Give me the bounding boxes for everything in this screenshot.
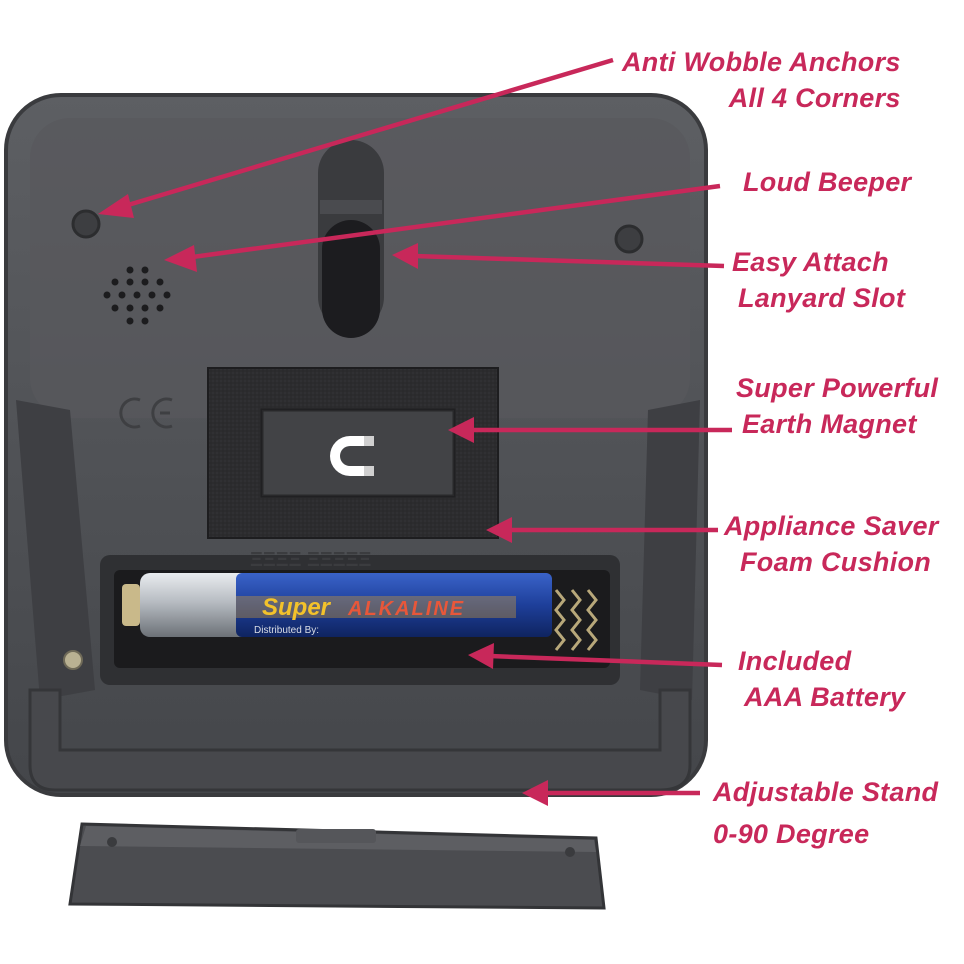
stand-hinges	[16, 400, 700, 700]
battery-brand-super: Super	[262, 594, 332, 621]
callout-line: Easy Attach	[732, 247, 889, 277]
callout-line: 0-90 Degree	[713, 819, 870, 849]
anchor-top-right	[614, 224, 644, 254]
callout-line: Anti Wobble Anchors	[622, 47, 901, 77]
adjustable-stand	[28, 688, 692, 792]
callout-line: All 4 Corners	[728, 83, 901, 113]
arrow-battery	[468, 643, 723, 669]
callout-line: Lanyard Slot	[738, 283, 906, 313]
callout-foam-cushion: Appliance Saver Foam Cushion	[724, 508, 939, 580]
magnet-icon	[330, 436, 374, 476]
callout-arrows	[98, 57, 732, 806]
arrow-magnet	[448, 417, 732, 443]
arrow-lanyard	[392, 243, 725, 269]
callout-line: Loud Beeper	[743, 167, 912, 197]
anchor-top-left	[71, 209, 101, 239]
earth-magnet	[260, 408, 456, 498]
arrow-foam	[486, 517, 718, 543]
callout-line: Included	[738, 646, 852, 676]
callout-line: AAA Battery	[744, 682, 906, 712]
callout-loud-beeper: Loud Beeper	[743, 164, 911, 200]
callout-line: Super Powerful	[736, 373, 939, 403]
callout-line: Appliance Saver	[724, 511, 939, 541]
battery-fine-print: Distributed By:	[254, 625, 319, 636]
callout-line: Adjustable Stand	[713, 777, 939, 807]
arrow-stand	[522, 780, 700, 806]
callout-aaa-battery: Included AAA Battery	[738, 643, 905, 715]
aaa-battery: Super ALKALINE Distributed By:	[122, 573, 552, 637]
svg-text:ΞΞΞΞ ΞΞΞΞΞ: ΞΞΞΞ ΞΞΞΞΞ	[250, 549, 372, 571]
battery-brand-alkaline: ALKALINE	[347, 598, 465, 620]
callout-line: Earth Magnet	[742, 409, 917, 439]
ce-mark-icon	[119, 397, 173, 429]
speaker-grille-icon	[103, 266, 171, 325]
callout-line: Foam Cushion	[740, 547, 932, 577]
stand-foot-piece	[68, 822, 606, 910]
callout-lanyard-slot: Easy Attach Lanyard Slot	[732, 244, 905, 316]
callout-anti-wobble-anchors: Anti Wobble Anchors All 4 Corners	[622, 44, 901, 116]
anchor-screws	[71, 209, 644, 254]
arrow-anchors	[98, 57, 614, 218]
callout-earth-magnet: Super Powerful Earth Magnet	[736, 370, 938, 442]
callout-adjustable-stand: Adjustable Stand 0-90 Degree	[713, 774, 938, 852]
battery-spring	[554, 589, 598, 651]
arrow-beeper	[164, 183, 721, 272]
stand-screw	[63, 650, 83, 670]
